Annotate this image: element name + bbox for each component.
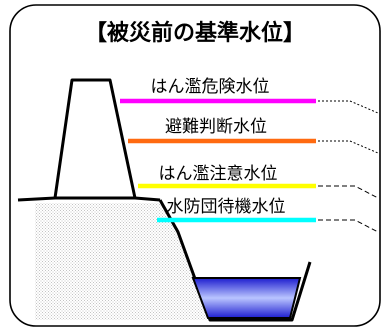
leader-line-2: [318, 140, 379, 154]
level-label-3: はん濫注意水位: [159, 164, 278, 184]
ground-area: [35, 203, 210, 320]
level-label-4: 水防団待機水位: [167, 197, 286, 217]
leader-lines: [318, 100, 379, 233]
leader-line-4: [318, 219, 379, 233]
diagram-title: 【被災前の基準水位】: [85, 20, 305, 46]
leader-line-1: [318, 100, 379, 114]
level-label-1: はん濫危険水位: [151, 77, 270, 97]
level-label-2: 避難判断水位: [165, 117, 267, 137]
ground-line: [17, 196, 161, 202]
leader-line-3: [318, 185, 379, 199]
river-water: [191, 277, 302, 319]
water-level-lines: [120, 98, 316, 223]
